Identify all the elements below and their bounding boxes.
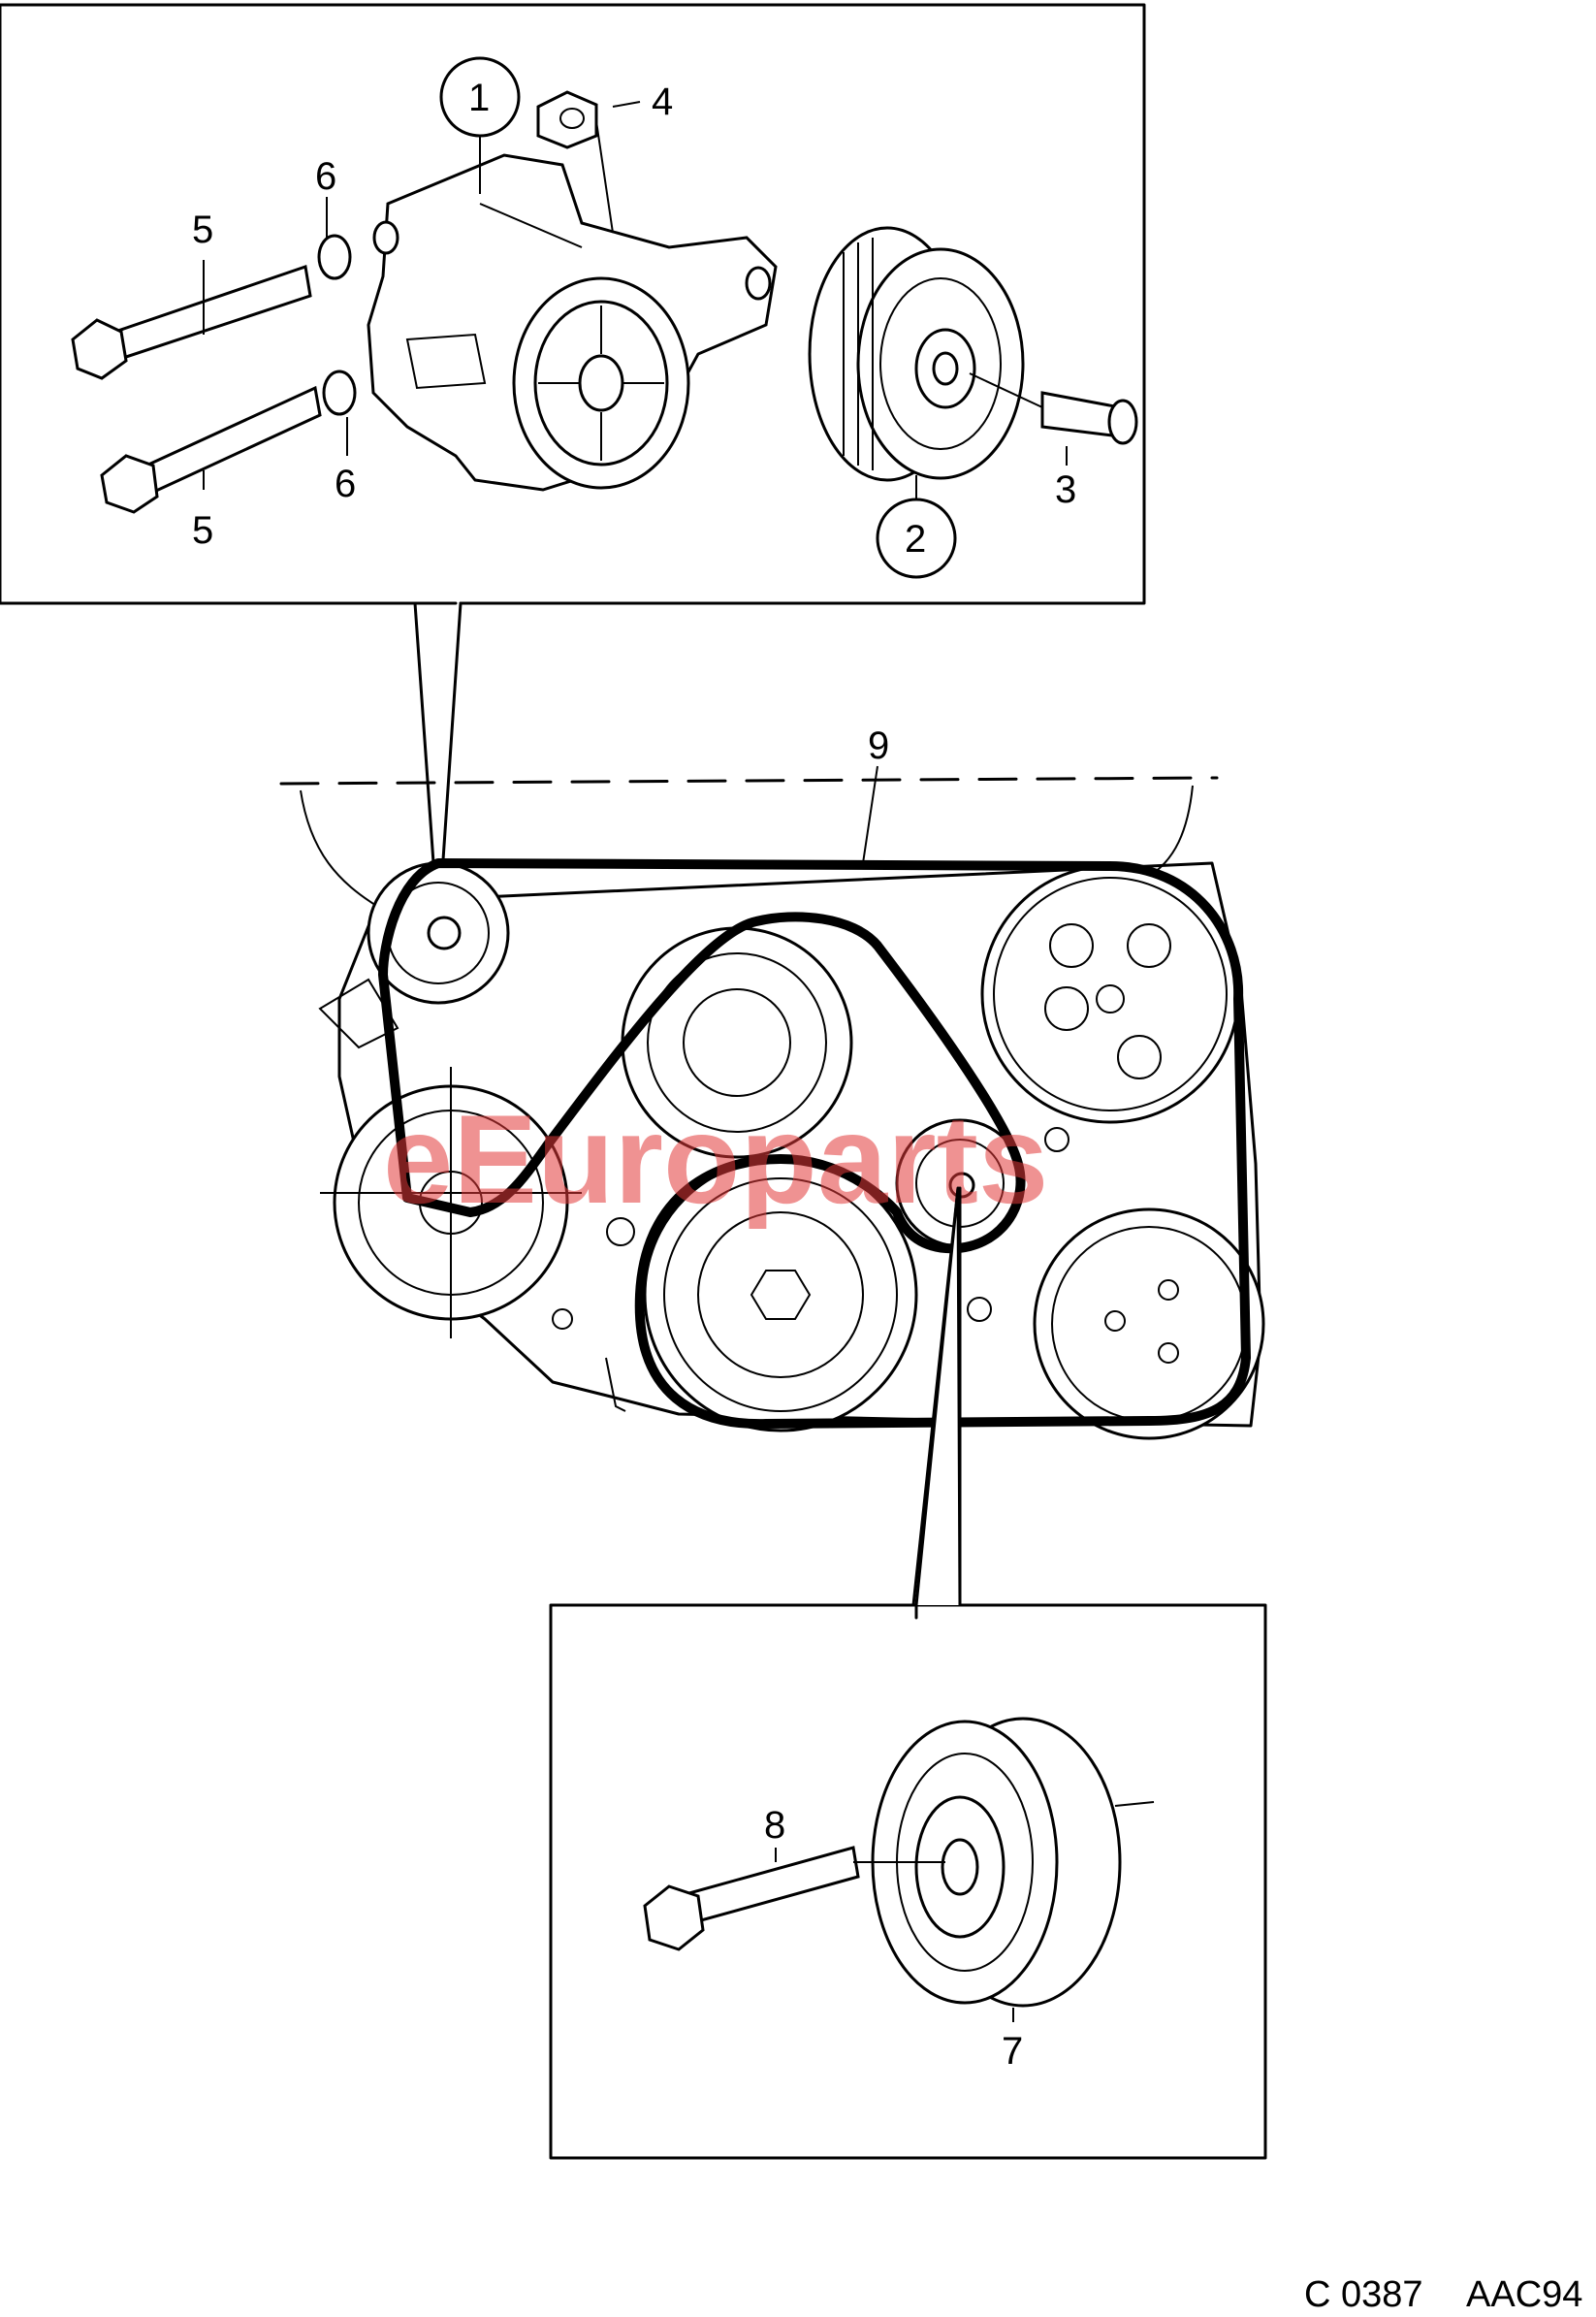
engine-outline-dashed: [279, 776, 1219, 786]
drawing-code: AAC94: [1466, 2274, 1582, 2315]
washer-6-lower: [322, 370, 357, 416]
callout-1: 1: [468, 77, 490, 119]
callout-2: 2: [905, 518, 926, 561]
callout-5-lower: 5: [192, 509, 213, 552]
washer-6-upper: [317, 234, 352, 280]
callout-3: 3: [1055, 468, 1076, 511]
callout-8: 8: [764, 1804, 785, 1847]
callout-7: 7: [1002, 2030, 1023, 2073]
idler-pulley: [895, 1118, 1025, 1248]
watermark: eEuroparts: [383, 1088, 1048, 1230]
top-detail-box: [0, 3, 1146, 933]
tensioner-assembly: [367, 153, 778, 492]
callout-4: 4: [652, 80, 673, 123]
engine-housing: [337, 861, 1262, 1428]
nut-4: [536, 90, 614, 234]
idler-pulley-2: [808, 226, 1025, 482]
bolt-5-upper: [71, 265, 312, 380]
callout-6-lower: 6: [335, 463, 356, 505]
ac-compressor-pulley: [320, 1067, 582, 1338]
callout-5-upper: 5: [192, 209, 213, 251]
serpentine-belt: [378, 858, 1251, 1430]
callout-9: 9: [868, 724, 889, 767]
bottom-detail-box: [549, 1186, 1267, 2160]
idler-pulley-7: [871, 1717, 1155, 2008]
engine-front-view: [279, 765, 1265, 1440]
bolt-5-lower: [100, 385, 322, 514]
figure-code: C 0387: [1304, 2274, 1423, 2315]
callout-6-upper: 6: [315, 155, 336, 198]
bolt-3: [969, 372, 1138, 445]
bolt-8: [643, 1846, 945, 1951]
